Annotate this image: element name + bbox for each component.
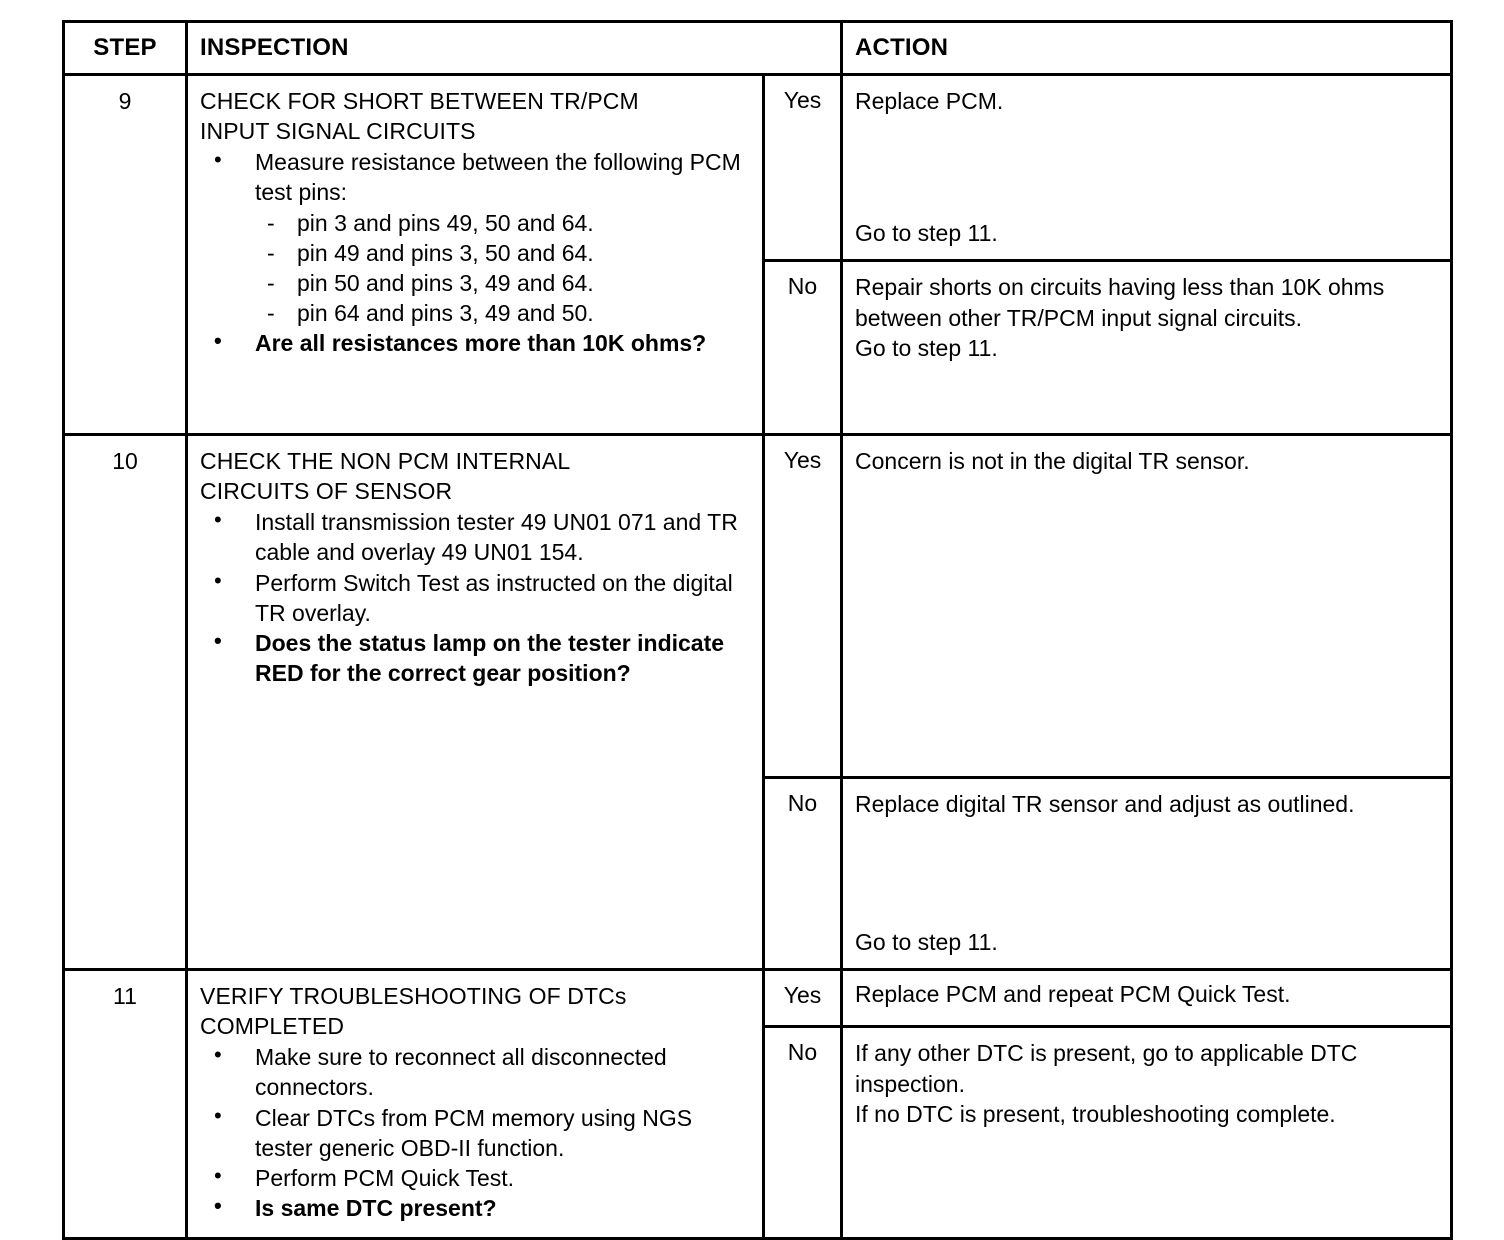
action-goto-text: Go to step 11.	[855, 929, 998, 956]
inspection-bullet-list: Install transmission tester 49 UN01 071 …	[200, 506, 752, 688]
inspection-bullet: Perform Switch Test as instructed on the…	[200, 566, 752, 628]
action-cell-no: Repair shorts on circuits having less th…	[840, 259, 1453, 436]
inspection-sub-item: pin 64 and pins 3, 49 and 50.	[255, 298, 752, 328]
action-extra-text: Go to step 11.	[855, 335, 998, 362]
inspection-bullet: Make sure to reconnect all disconnected …	[200, 1041, 752, 1102]
inspection-bullet: Install transmission tester 49 UN01 071 …	[200, 506, 752, 567]
inspection-sub-item: pin 49 and pins 3, 50 and 64.	[255, 238, 752, 268]
branch-label-no: No	[762, 1025, 843, 1240]
action-text: Replace digital TR sensor and adjust as …	[855, 791, 1355, 817]
inspection-question: Is same DTC present?	[200, 1192, 752, 1223]
inspection-title: VERIFY TROUBLESHOOTING OF DTCs COMPLETED	[200, 981, 752, 1041]
inspection-title-line: COMPLETED	[200, 1013, 345, 1040]
inspection-title: CHECK THE NON PCM INTERNAL CIRCUITS OF S…	[200, 446, 752, 506]
table-row: 11 VERIFY TROUBLESHOOTING OF DTCs COMPLE…	[62, 967, 1453, 1240]
action-cell-no: Replace digital TR sensor and adjust as …	[840, 776, 1453, 971]
header-inspection: INSPECTION	[185, 20, 843, 76]
document-page: STEP INSPECTION ACTION 9 CHECK FOR SHORT…	[0, 0, 1504, 1214]
inspection-bullet: Measure resistance between the following…	[200, 146, 752, 329]
action-extra-text: If no DTC is present, troubleshooting co…	[855, 1101, 1336, 1128]
inspection-title-line: CIRCUITS OF SENSOR	[200, 478, 453, 505]
branch-label-yes: Yes	[762, 967, 843, 1029]
action-text: Concern is not in the digital TR sensor.	[855, 448, 1250, 474]
action-cell-yes: Replace PCM. Go to step 11.	[840, 73, 1453, 262]
table-row-branch: No If any other DTC is present, go to ap…	[64, 1025, 1453, 1240]
table-row-branch: No Repair shorts on circuits having less…	[64, 259, 1453, 436]
inspection-title-line: VERIFY TROUBLESHOOTING OF DTCs	[200, 983, 627, 1009]
action-goto-text: Go to step 11.	[855, 220, 998, 247]
inspection-bullet: Perform PCM Quick Test.	[200, 1162, 752, 1193]
troubleshooting-table: STEP INSPECTION ACTION 9 CHECK FOR SHORT…	[62, 20, 1453, 1240]
inspection-title-line: CHECK FOR SHORT BETWEEN TR/PCM	[200, 88, 639, 114]
inspection-sub-list: pin 3 and pins 49, 50 and 64. pin 49 and…	[255, 208, 752, 329]
header-action: ACTION	[840, 20, 1453, 76]
action-cell-yes: Replace PCM and repeat PCM Quick Test.	[840, 967, 1453, 1029]
action-text: Replace PCM and repeat PCM Quick Test.	[855, 981, 1291, 1007]
table-body: 9 CHECK FOR SHORT BETWEEN TR/PCM INPUT S…	[62, 73, 1453, 1240]
inspection-bullet-list: Measure resistance between the following…	[200, 146, 752, 358]
branch-label-yes: Yes	[762, 433, 843, 779]
bullet-text: Measure resistance between the following…	[255, 149, 741, 206]
inspection-title-line: CHECK THE NON PCM INTERNAL	[200, 448, 571, 474]
inspection-title-line: INPUT SIGNAL CIRCUITS	[200, 118, 476, 145]
table-row: 9 CHECK FOR SHORT BETWEEN TR/PCM INPUT S…	[62, 73, 1453, 436]
inspection-bullet: Clear DTCs from PCM memory using NGS tes…	[200, 1101, 752, 1163]
step-number-cell: 11	[62, 968, 188, 1240]
action-text: Replace PCM.	[855, 88, 1004, 114]
header-row: STEP INSPECTION ACTION	[62, 20, 1453, 76]
inspection-sub-item: pin 3 and pins 49, 50 and 64.	[255, 208, 752, 238]
inspection-question: Are all resistances more than 10K ohms?	[200, 327, 752, 358]
header-step: STEP	[62, 20, 188, 76]
step-number-cell: 10	[62, 433, 188, 971]
inspection-bullet-list: Make sure to reconnect all disconnected …	[200, 1041, 752, 1223]
inspection-title: CHECK FOR SHORT BETWEEN TR/PCM INPUT SIG…	[200, 86, 752, 146]
action-cell-yes: Concern is not in the digital TR sensor.	[840, 433, 1453, 779]
step-number-cell: 9	[62, 73, 188, 436]
inspection-question: Does the status lamp on the tester indic…	[200, 627, 752, 688]
table-row-branch: No Replace digital TR sensor and adjust …	[64, 776, 1453, 971]
inspection-cell: CHECK THE NON PCM INTERNAL CIRCUITS OF S…	[185, 433, 765, 971]
inspection-sub-item: pin 50 and pins 3, 49 and 64.	[255, 268, 752, 298]
table-header: STEP INSPECTION ACTION	[62, 20, 1453, 76]
inspection-cell: CHECK FOR SHORT BETWEEN TR/PCM INPUT SIG…	[185, 73, 765, 436]
branch-label-no: No	[762, 776, 843, 971]
action-text: If any other DTC is present, go to appli…	[855, 1040, 1358, 1097]
inspection-cell: VERIFY TROUBLESHOOTING OF DTCs COMPLETED…	[185, 968, 765, 1240]
table-row: 10 CHECK THE NON PCM INTERNAL CIRCUITS O…	[62, 433, 1453, 971]
action-text: Repair shorts on circuits having less th…	[855, 274, 1385, 331]
branch-label-yes: Yes	[762, 73, 843, 262]
branch-label-no: No	[762, 259, 843, 436]
action-cell-no: If any other DTC is present, go to appli…	[840, 1025, 1453, 1240]
